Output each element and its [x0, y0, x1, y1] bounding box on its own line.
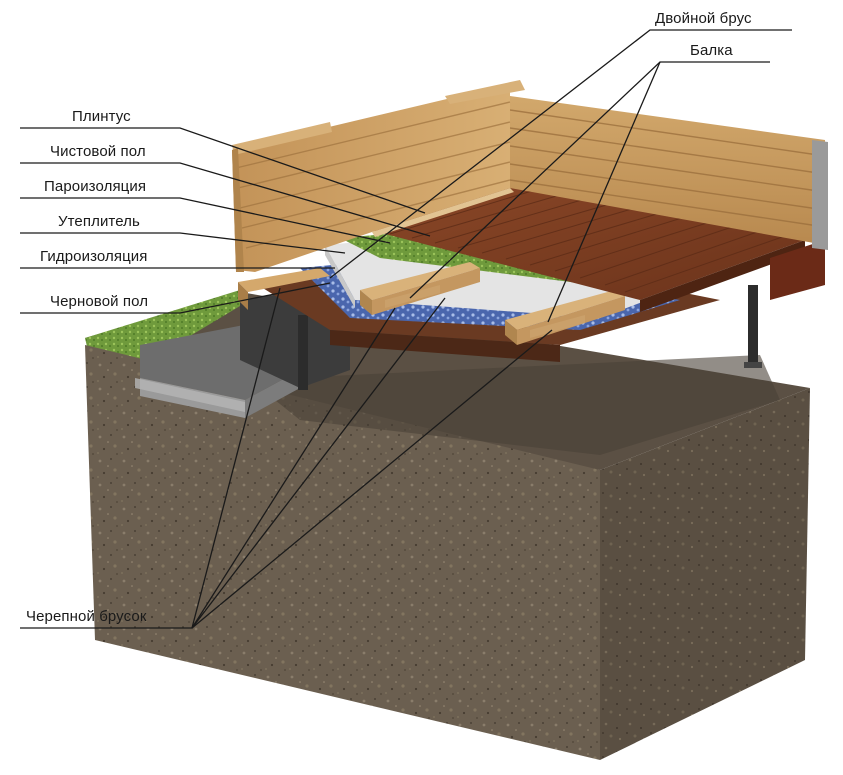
- label-insulation: Утеплитель: [58, 213, 140, 230]
- plank-floor-icon: [370, 185, 825, 312]
- label-beam: Балка: [690, 42, 733, 59]
- label-finish-floor: Чистовой пол: [50, 143, 146, 160]
- label-waterproofing: Гидроизоляция: [40, 248, 148, 265]
- label-subfloor: Черновой пол: [50, 293, 149, 310]
- log-wall-icon: [232, 80, 828, 272]
- soil-side-face: [600, 388, 810, 760]
- label-baseboard: Плинтус: [72, 108, 131, 125]
- grass-icon: [85, 290, 250, 368]
- leader-lines: [20, 29, 792, 629]
- label-double-beam: Двойной брус: [655, 10, 752, 27]
- label-vapor-barrier: Пароизоляция: [44, 178, 147, 195]
- label-cranial-bar: Черепной брусок: [26, 608, 147, 625]
- support-posts: [298, 285, 762, 390]
- beams: [238, 262, 625, 345]
- soil-front-face: [85, 345, 600, 760]
- soil-block-icon: [85, 290, 810, 760]
